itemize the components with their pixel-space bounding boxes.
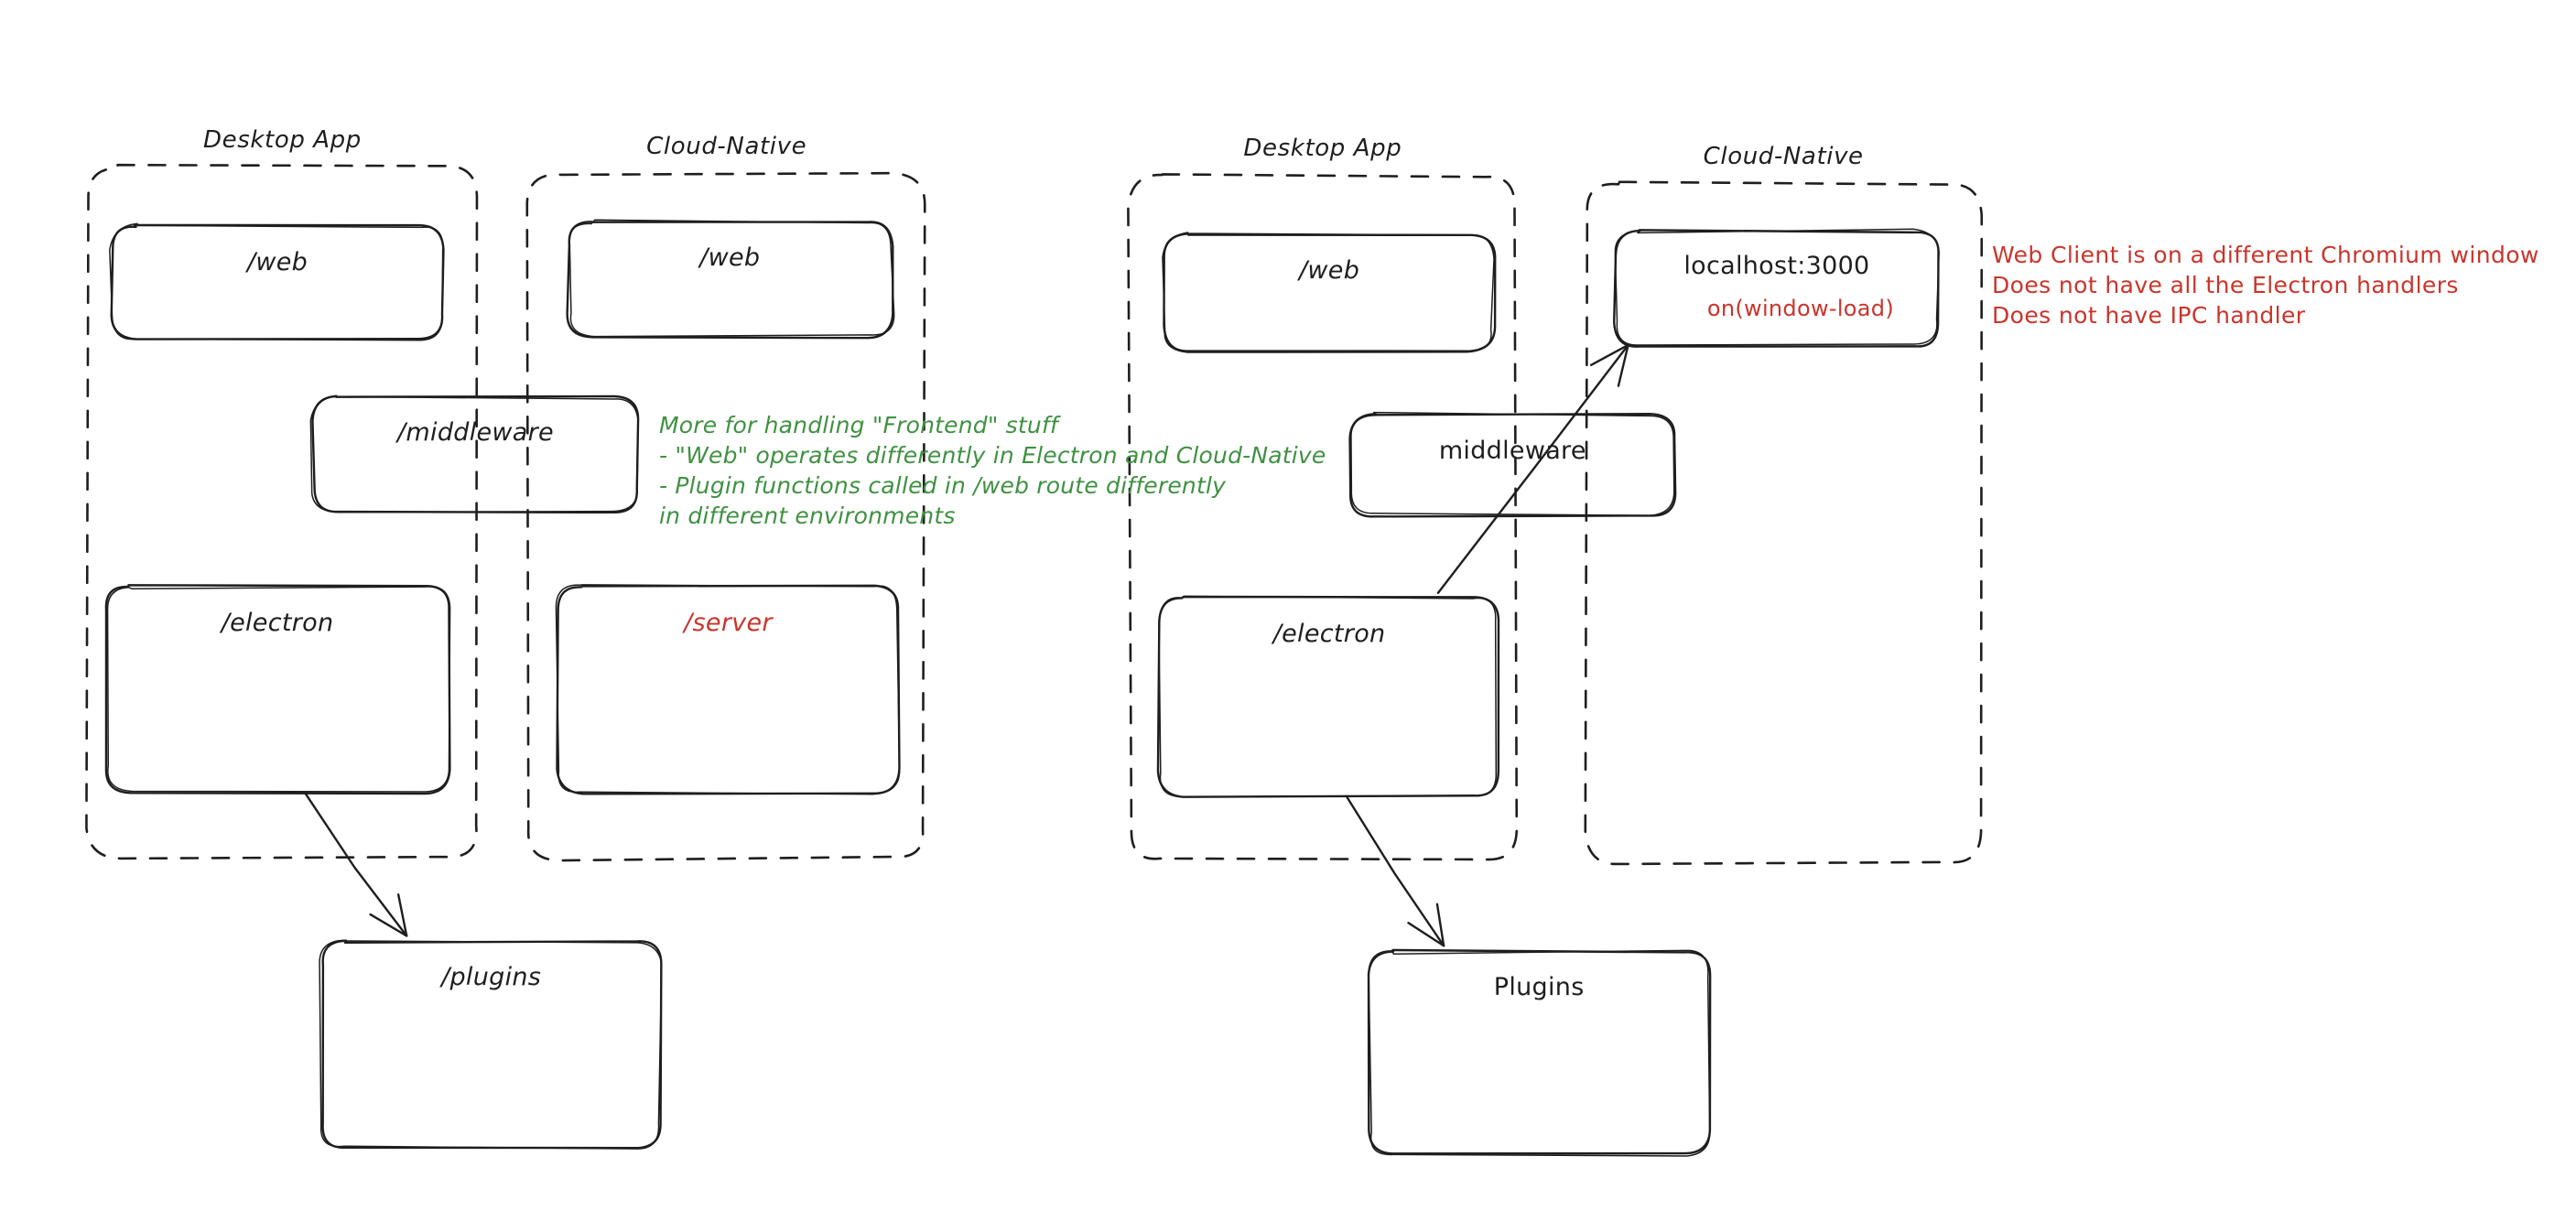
node-box-outline-2 [106,586,451,793]
arrow-electron-to-plugins-right-head [1407,902,1445,947]
node-label-web: /web [246,248,308,277]
node-box-outline-2 [1368,949,1711,1157]
annotation-line: More for handling "Frontend" stuff [659,412,1058,438]
node-label-middleware: middleware [1438,436,1586,465]
annotation-line: Does not have IPC handler [1992,302,2306,329]
node-label-middleware: /middleware [397,418,554,448]
annotation-line: - Plugin functions called in /web route … [659,472,1227,499]
group-label-desktop-app: Desktop App [1243,135,1402,163]
annotation-line: Web Client is on a different Chromium wi… [1992,242,2539,268]
node-label-electron: /electron [221,608,334,637]
arrow-electron-to-plugins-left-head [369,893,408,937]
arrow-electron-to-localhost-head [1589,343,1629,387]
node-box-outline-2 [309,394,639,513]
node-label-server: /server [684,608,773,637]
node-label-plugins: /plugins [441,963,542,992]
group-boundary-left_diagram-0 [85,163,479,860]
group-label-cloud-native: Cloud-Native [646,133,807,161]
annotation-left_diagram: More for handling "Frontend" stuff - "Web… [659,410,1326,531]
node-box-left_diagram-middleware[interactable] [311,394,640,514]
node-label-web: /web [699,243,761,272]
node-box-left_diagram-web[interactable] [566,221,894,340]
group-boundary-right_diagram-0 [1127,173,1519,861]
node-box-outline-2 [555,584,901,795]
node-box-outline-2 [319,939,663,1150]
node-box-outline-2 [109,222,444,341]
node-box-outline-2 [1614,228,1940,346]
annotation-line: in different environments [659,503,956,529]
node-box-right_diagram-middleware[interactable] [1348,412,1677,518]
node-sublabel-localhost-3000: on(window-load) [1706,295,1895,321]
node-label-localhost-3000: localhost:3000 [1683,251,1870,280]
annotation-line: Does not have all the Electron handlers [1992,272,2459,298]
node-label-plugins: Plugins [1493,973,1585,1002]
node-box-left_diagram-electron[interactable] [104,584,451,795]
node-box-outline-2 [1350,411,1675,516]
arrow-electron-to-plugins-left [303,791,408,937]
group-label-cloud-native: Cloud-Native [1703,143,1864,171]
node-box-right_diagram-web[interactable] [1163,232,1497,352]
group-boundary-right_diagram-1 [1584,180,1984,866]
arrow-electron-to-localhost [1436,343,1629,594]
node-box-outline-2 [1158,595,1498,798]
group-boundary-left_diagram-1 [525,171,926,862]
node-label-web: /web [1299,256,1360,286]
arrow-electron-to-plugins-right [1345,794,1445,947]
node-label-electron: /electron [1272,620,1386,649]
annotation-line: - "Web" operates differently in Electron… [659,442,1326,469]
node-box-right_diagram-localhost-3000[interactable] [1612,229,1940,348]
node-box-outline-2 [568,219,895,338]
annotation-right_diagram: Web Client is on a different Chromium wi… [1992,240,2539,330]
node-box-left_diagram-web[interactable] [110,223,445,340]
group-label-desktop-app: Desktop App [203,126,362,155]
node-box-right_diagram-plugins[interactable] [1367,948,1712,1155]
node-box-outline-2 [1162,232,1495,353]
